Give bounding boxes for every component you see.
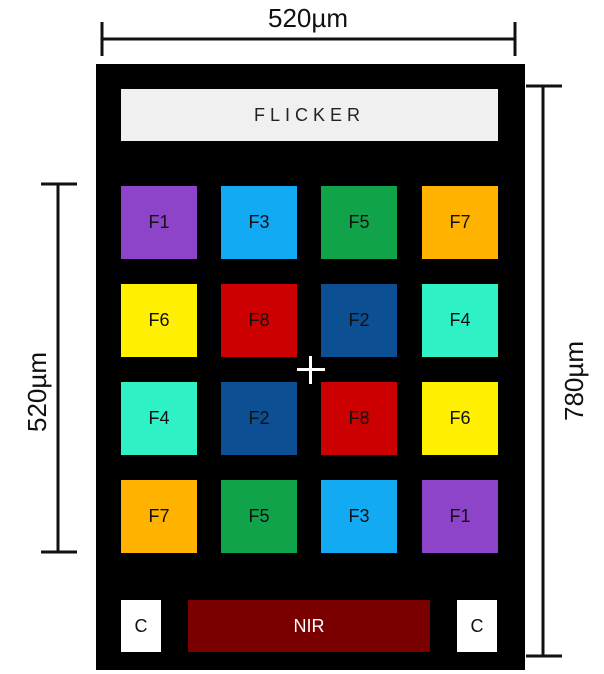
filter-cell: F8 xyxy=(221,284,297,357)
filter-cell: F8 xyxy=(321,382,397,455)
filter-cell: F1 xyxy=(121,186,197,259)
top-width-label: 520µm xyxy=(268,3,348,33)
filter-cell: F6 xyxy=(121,284,197,357)
filter-cell: F2 xyxy=(321,284,397,357)
clear-sensor-right: C xyxy=(457,600,497,652)
top-width-dimension xyxy=(100,22,517,56)
left-height-dimension xyxy=(41,182,77,554)
filter-cell: F1 xyxy=(422,480,498,553)
filter-cell: F6 xyxy=(422,382,498,455)
filter-cell: F7 xyxy=(422,186,498,259)
filter-cell: F3 xyxy=(221,186,297,259)
filter-cell: F5 xyxy=(321,186,397,259)
filter-cell: F4 xyxy=(121,382,197,455)
filter-cell: F7 xyxy=(121,480,197,553)
clear-sensor-left: C xyxy=(121,600,161,652)
center-crosshair-icon xyxy=(297,356,325,384)
right-height-dimension xyxy=(526,84,562,658)
nir-sensor: NIR xyxy=(188,600,430,652)
left-height-label: 520µm xyxy=(22,352,52,432)
flicker-sensor: FLICKER xyxy=(121,89,498,141)
filter-cell: F3 xyxy=(321,480,397,553)
sensor-chip: FLICKER F1 F3 F5 F7 F6 F8 F2 F4 F4 F2 F8… xyxy=(96,64,525,670)
filter-cell: F4 xyxy=(422,284,498,357)
filter-cell: F2 xyxy=(221,382,297,455)
right-height-label: 780µm xyxy=(559,341,589,421)
filter-cell: F5 xyxy=(221,480,297,553)
